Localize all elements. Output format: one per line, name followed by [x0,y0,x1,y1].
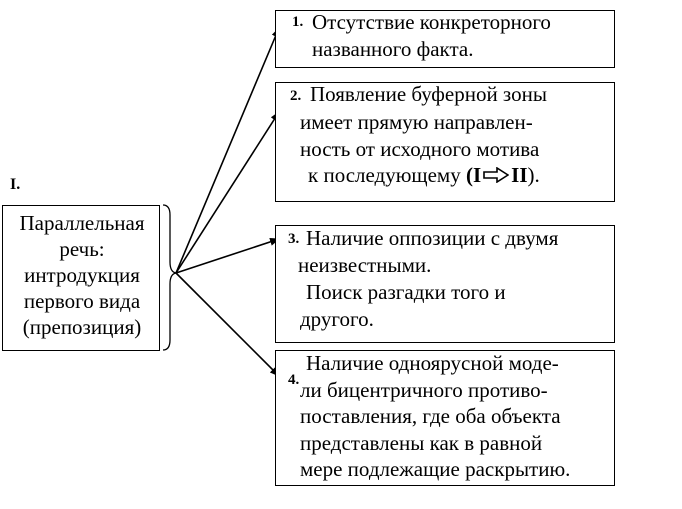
brace [162,204,177,351]
source-line: интродукция [24,263,140,287]
item-text-2-line: имеет прямую направлен- [300,110,533,134]
item-text-4-line: представлены как в равной [300,431,543,455]
item-number-4: 4. [288,372,300,388]
item-text-4-line: ли бицентричного противо- [300,378,548,402]
source-line: (препозиция) [22,315,142,339]
source-line: первого вида [23,289,141,313]
item-text-4-line: мере подлежащие раскрытию. [300,457,571,481]
source-box [2,205,160,351]
source-line: речь: [59,237,105,261]
arrow-to-item-3 [175,238,280,274]
hollow-arrow-icon [483,166,510,184]
item-text-2-last: к последующему [308,163,461,187]
item-number-3: 3. [288,231,300,247]
item-text-3-line: Поиск разгадки того и [306,280,506,304]
arrow-to-item-4 [175,272,280,377]
item-box-4 [275,350,615,486]
source-line: Параллельная [19,211,145,235]
item-box-1 [275,10,615,68]
item-box-2 [275,82,615,202]
arrow-to: II [511,163,528,187]
arrow-to-item-1 [175,27,280,274]
item-number-1: 1. [292,14,304,30]
item-box-3 [275,225,615,343]
source-text: Параллельная речь: интродукция первого в… [6,210,158,340]
item-text-4-line: Наличие одноярусной моде- [306,351,559,375]
section-label: I. [10,176,21,193]
item-text-3-line: Наличие оппозиции с двумя [306,226,559,250]
arrow-suffix: ). [527,163,540,187]
arrow-from: I [472,163,482,187]
item-text-2-line: Появление буферной зоны [310,82,547,106]
item-text-4-line: поставления, где оба объекта [300,404,561,428]
item-text-2-line: ность от исходного мотива [300,137,540,161]
item-number-2: 2. [290,88,302,104]
item-text-1-line: названного факта. [312,37,474,61]
item-text-3-line: другого. [300,307,374,331]
arrow-to-item-2 [175,111,280,274]
item-text-1-line: Отсутствие конкреторного [312,10,551,34]
item-text-3-line: неизвестными. [298,253,432,277]
